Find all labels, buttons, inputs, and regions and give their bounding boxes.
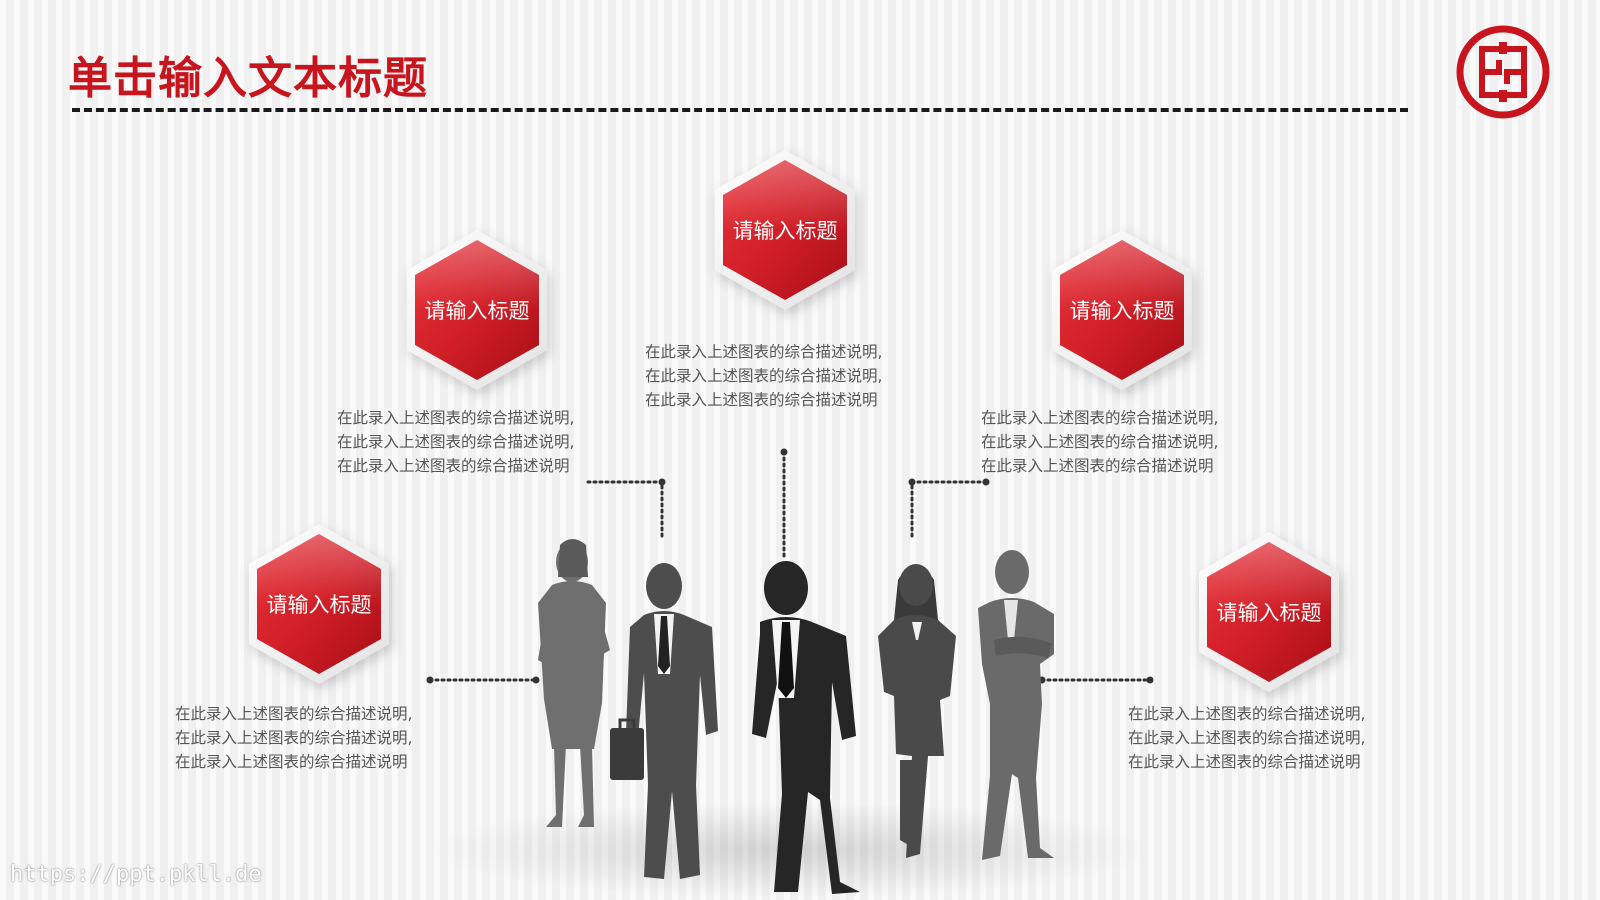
title-dashed-rule <box>72 108 1408 112</box>
icbc-logo-icon <box>1456 25 1550 119</box>
hexagon-item-4[interactable]: 请输入标题 <box>237 522 401 686</box>
hexagon-item-3[interactable]: 请输入标题 <box>1040 228 1204 392</box>
hexagon-title[interactable]: 请输入标题 <box>1069 299 1175 323</box>
description-line: 在此录入上述图表的综合描述说明, <box>175 705 413 723</box>
person-woman-right <box>878 564 956 858</box>
description-line: 在此录入上述图表的综合描述说明 <box>981 457 1214 475</box>
description-line: 在此录入上述图表的综合描述说明, <box>337 433 575 451</box>
hexagon-shape <box>249 524 389 684</box>
person-man-briefcase <box>610 563 718 879</box>
hexagon-shape <box>407 230 547 390</box>
hexagon-description-5[interactable]: 在此录入上述图表的综合描述说明, 在此录入上述图表的综合描述说明, 在此录入上述… <box>1128 702 1365 774</box>
hexagon-shape <box>715 150 855 310</box>
description-line: 在此录入上述图表的综合描述说明, <box>1128 729 1366 747</box>
description-line: 在此录入上述图表的综合描述说明, <box>981 409 1219 427</box>
hexagon-shape <box>1052 230 1192 390</box>
hexagon-shape <box>1199 532 1339 692</box>
person-man-right <box>978 550 1054 860</box>
description-line: 在此录入上述图表的综合描述说明, <box>175 729 413 747</box>
slide-title[interactable]: 单击输入文本标题 <box>68 53 428 104</box>
description-line: 在此录入上述图表的综合描述说明, <box>1128 705 1366 723</box>
hexagon-item-5[interactable]: 请输入标题 <box>1187 530 1351 694</box>
description-line: 在此录入上述图表的综合描述说明 <box>1128 753 1361 771</box>
description-line: 在此录入上述图表的综合描述说明 <box>645 391 878 409</box>
hexagon-description-3[interactable]: 在此录入上述图表的综合描述说明, 在此录入上述图表的综合描述说明, 在此录入上述… <box>981 406 1218 478</box>
hexagon-description-2[interactable]: 在此录入上述图表的综合描述说明, 在此录入上述图表的综合描述说明, 在此录入上述… <box>645 340 882 412</box>
hexagon-title[interactable]: 请输入标题 <box>732 219 838 243</box>
description-line: 在此录入上述图表的综合描述说明, <box>645 367 883 385</box>
hexagon-item-1[interactable]: 请输入标题 <box>395 228 559 392</box>
hexagon-item-2[interactable]: 请输入标题 <box>703 148 867 312</box>
description-line: 在此录入上述图表的综合描述说明 <box>175 753 408 771</box>
hexagon-title[interactable]: 请输入标题 <box>424 299 530 323</box>
description-line: 在此录入上述图表的综合描述说明 <box>337 457 570 475</box>
watermark-url: https://ppt.pkll.de <box>10 862 262 887</box>
person-man-center <box>752 561 860 894</box>
description-line: 在此录入上述图表的综合描述说明, <box>981 433 1219 451</box>
hexagon-description-4[interactable]: 在此录入上述图表的综合描述说明, 在此录入上述图表的综合描述说明, 在此录入上述… <box>175 702 412 774</box>
hexagon-description-1[interactable]: 在此录入上述图表的综合描述说明, 在此录入上述图表的综合描述说明, 在此录入上述… <box>337 406 574 478</box>
hexagon-title[interactable]: 请输入标题 <box>266 593 372 617</box>
hexagon-title[interactable]: 请输入标题 <box>1216 601 1322 625</box>
description-line: 在此录入上述图表的综合描述说明, <box>645 343 883 361</box>
person-woman-left <box>538 539 610 827</box>
description-line: 在此录入上述图表的综合描述说明, <box>337 409 575 427</box>
